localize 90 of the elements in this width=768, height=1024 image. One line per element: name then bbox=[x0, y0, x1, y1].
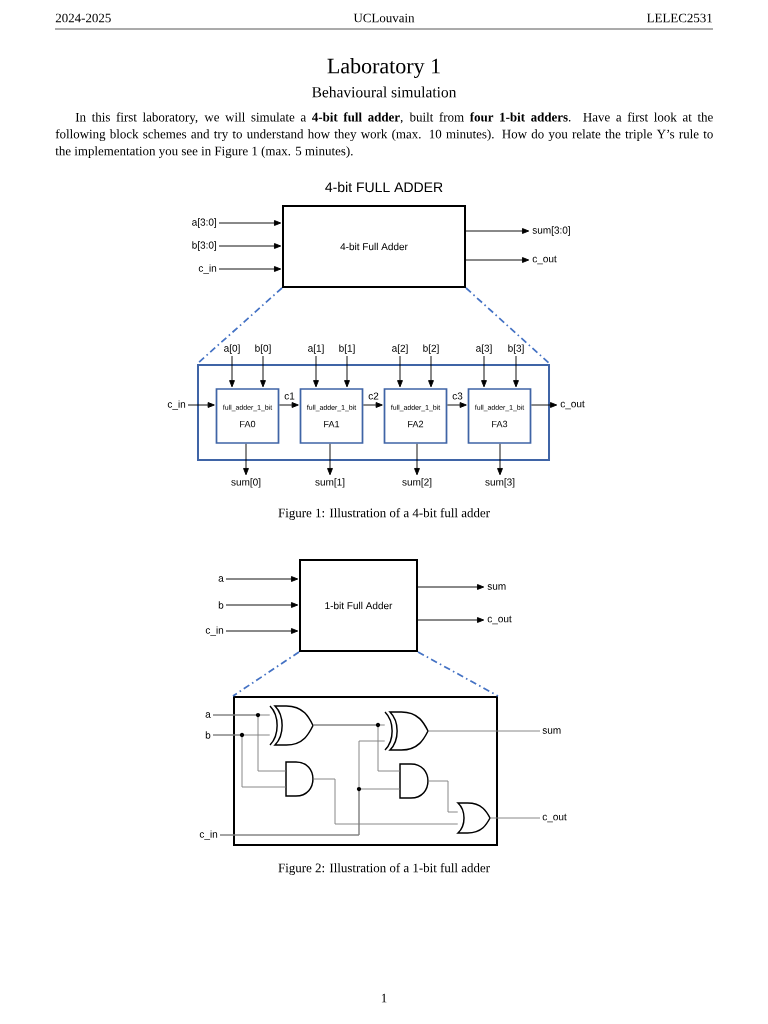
arrow bbox=[465, 228, 530, 234]
arrow bbox=[362, 402, 383, 408]
arrow bbox=[465, 257, 530, 263]
signal-label: c_out bbox=[532, 255, 557, 265]
xor-gate bbox=[384, 711, 429, 751]
arrow bbox=[417, 617, 485, 623]
wire bbox=[212, 732, 287, 788]
arrow bbox=[414, 443, 420, 476]
arrow bbox=[225, 628, 299, 634]
signal-label: sum[1] bbox=[315, 478, 345, 488]
page-number: 1 bbox=[381, 993, 387, 1003]
arrow bbox=[530, 402, 558, 408]
arrow bbox=[428, 355, 434, 388]
figure-caption: Figure 2: Illustration of a 1-bit full adder bbox=[278, 863, 490, 875]
header-text: 2024-2025 bbox=[55, 13, 111, 23]
signal-label: b bbox=[218, 601, 224, 609]
arrow bbox=[497, 443, 503, 476]
arrow bbox=[278, 402, 299, 408]
or-gate bbox=[457, 802, 491, 834]
arrow bbox=[218, 220, 282, 226]
signal-label: sum[3:0] bbox=[532, 226, 570, 236]
arrow bbox=[344, 355, 350, 388]
and-gate bbox=[399, 763, 429, 799]
arrow bbox=[187, 402, 215, 408]
signal-label: c_out bbox=[487, 615, 512, 625]
signal-label: sum bbox=[542, 728, 561, 734]
header-text: LELEC2531 bbox=[647, 13, 712, 23]
edge-label: c3 bbox=[450, 391, 465, 401]
signal-label: c_in bbox=[167, 400, 186, 410]
adder-block: 1-bit Full Adder bbox=[299, 559, 418, 652]
arrow bbox=[260, 355, 266, 388]
signal-label: a[3:0] bbox=[192, 218, 217, 228]
arrow bbox=[513, 355, 519, 388]
xor-gate bbox=[269, 705, 314, 746]
figure-caption: Figure 1: Illustration of a 4-bit full adder bbox=[278, 508, 490, 520]
zoom-line bbox=[196, 287, 283, 365]
arrow bbox=[243, 443, 249, 476]
arrow bbox=[225, 602, 299, 608]
signal-label: b[2] bbox=[423, 344, 439, 354]
expansion-frame bbox=[197, 364, 550, 461]
paragraph: In this first laboratory, we will simulate a 4-bit full adder, built from four 1-bit adders. Have a first look at the following block schemes and try to understand how they work (max. 10 minutes). How do you relate the triple Y’s rule to the implementation you see in Figure 1 (max. 5 minutes). bbox=[55, 112, 713, 158]
arrow bbox=[417, 584, 485, 590]
arrow bbox=[446, 402, 467, 408]
signal-label: b bbox=[205, 731, 211, 739]
wire bbox=[427, 780, 459, 813]
arrow bbox=[218, 243, 282, 249]
signal-label: c_in bbox=[205, 626, 224, 636]
arrow bbox=[313, 355, 319, 388]
signal-label: b[3:0] bbox=[192, 241, 217, 251]
signal-label: c_out bbox=[560, 400, 585, 410]
arrow bbox=[327, 443, 333, 476]
signal-label: a bbox=[218, 576, 224, 582]
signal-label: a[0] bbox=[224, 344, 240, 354]
zoom-line bbox=[465, 287, 551, 365]
signal-label: a bbox=[205, 712, 211, 718]
adder-block: 4-bit Full Adder bbox=[282, 205, 466, 288]
wire bbox=[312, 778, 459, 825]
signal-label: sum[3] bbox=[485, 478, 515, 488]
signal-label: a[3] bbox=[476, 344, 492, 354]
signal-label: c_in bbox=[198, 264, 217, 274]
wire bbox=[312, 722, 401, 772]
edge-label: c2 bbox=[366, 391, 381, 401]
signal-label: sum bbox=[487, 584, 506, 590]
signal-label: a[1] bbox=[308, 344, 324, 354]
wire bbox=[427, 730, 541, 732]
signal-label: b[1] bbox=[339, 344, 355, 354]
arrow bbox=[397, 355, 403, 388]
signal-label: c_out bbox=[542, 813, 567, 823]
figure-title: 4-bit FULL ADDER bbox=[325, 181, 443, 193]
arrow bbox=[225, 576, 299, 582]
wire bbox=[219, 786, 401, 836]
arrow bbox=[229, 355, 235, 388]
signal-label: b[0] bbox=[255, 344, 271, 354]
zoom-line bbox=[417, 651, 499, 697]
zoom-line bbox=[232, 651, 300, 697]
subtitle: Behavioural simulation bbox=[312, 86, 457, 98]
signal-label: c_in bbox=[199, 830, 218, 840]
signal-label: sum[0] bbox=[231, 478, 261, 488]
header-text: UCLouvain bbox=[353, 13, 415, 23]
wire bbox=[489, 817, 541, 819]
expansion-frame bbox=[233, 696, 498, 846]
signal-label: a[2] bbox=[392, 344, 408, 354]
arrow bbox=[481, 355, 487, 388]
and-gate bbox=[285, 761, 314, 797]
signal-label: b[3] bbox=[508, 344, 524, 354]
wire bbox=[212, 712, 287, 772]
edge-label: c1 bbox=[282, 391, 297, 401]
title: Laboratory 1 bbox=[327, 58, 440, 78]
arrow bbox=[218, 266, 282, 272]
signal-label: sum[2] bbox=[402, 478, 432, 488]
